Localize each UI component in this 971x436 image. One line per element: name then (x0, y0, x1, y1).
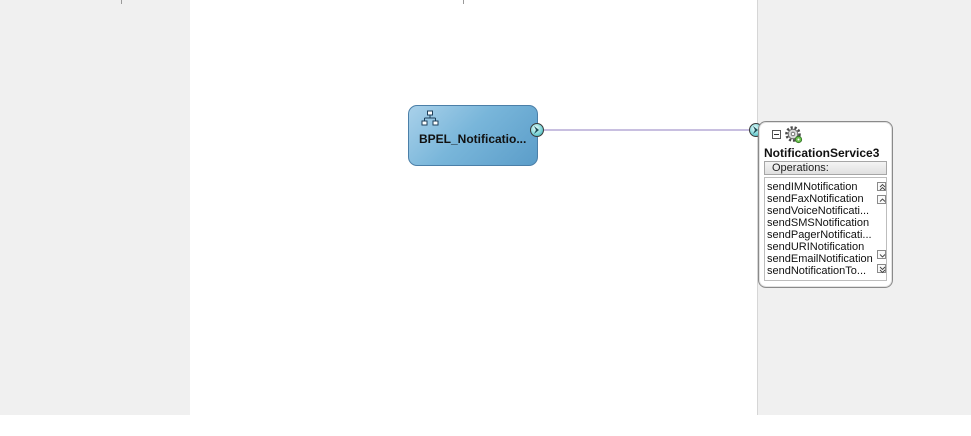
scroll-to-bottom-icon[interactable] (877, 264, 886, 274)
scroll-down-icon[interactable] (877, 250, 886, 259)
scroll-up-icon[interactable] (877, 195, 886, 204)
collapse-icon[interactable] (772, 130, 781, 139)
operation-item[interactable]: sendVoiceNotificati... (767, 205, 870, 217)
wire-connection[interactable] (544, 129, 751, 131)
process-hierarchy-icon (421, 110, 439, 126)
components-canvas[interactable] (190, 0, 758, 415)
exposed-services-lane (0, 0, 191, 415)
reference-port-icon[interactable] (530, 123, 544, 137)
operation-item[interactable]: sendNotificationTo... (767, 265, 867, 277)
service-title: NotificationService3 (764, 146, 880, 160)
operation-item[interactable]: sendPagerNotificati... (767, 229, 872, 241)
operation-item[interactable]: sendSMSNotification (767, 217, 870, 229)
lane-tick-mark (121, 0, 122, 4)
operations-list[interactable]: sendIMNotification sendFaxNotification s… (764, 177, 887, 281)
operation-item[interactable]: sendURINotification (767, 241, 865, 253)
component-label: BPEL_Notificatio... (419, 132, 527, 146)
canvas-tick-mark (463, 0, 464, 4)
gear-icon (785, 126, 803, 144)
bpel-process-component[interactable]: BPEL_Notificatio... (408, 105, 538, 166)
operation-item[interactable]: sendEmailNotification (767, 253, 873, 265)
operation-item[interactable]: sendFaxNotification (767, 193, 864, 205)
scroll-to-top-icon[interactable] (877, 182, 886, 191)
operations-header: Operations: (764, 161, 887, 175)
operation-item[interactable]: sendIMNotification (767, 181, 858, 193)
notification-service-reference[interactable]: NotificationService3 Operations: sendIMN… (758, 121, 893, 288)
